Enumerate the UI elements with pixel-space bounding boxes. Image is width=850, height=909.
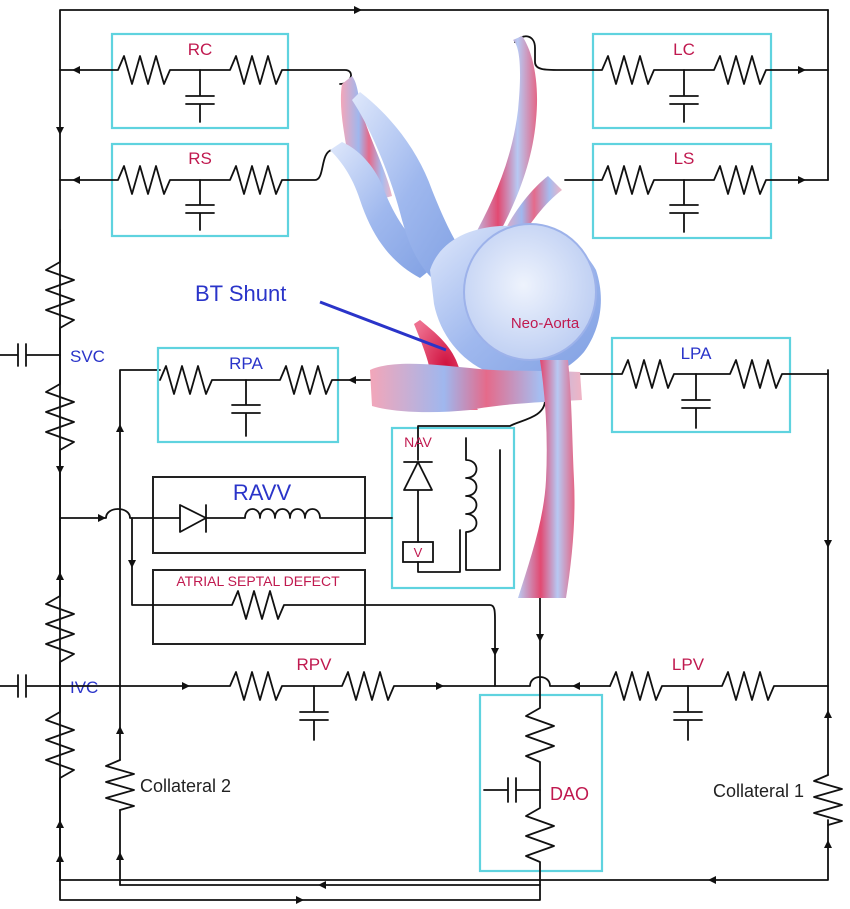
dao-label: DAO <box>550 784 589 804</box>
ravv-label: RAVV <box>233 480 292 505</box>
descending-aorta-vessel <box>518 360 575 598</box>
bt-shunt-pointer <box>319 300 447 352</box>
svc-branch: SVC <box>0 229 105 521</box>
rc-label: RC <box>188 40 213 59</box>
lc-block: LC <box>514 32 829 130</box>
pulmonary-artery-vessel <box>370 363 582 413</box>
lc-label: LC <box>673 40 695 59</box>
nav-v-label: V <box>414 545 423 560</box>
rc-block: RC <box>59 32 352 130</box>
dao-block: DAO <box>478 597 604 881</box>
neo-aorta-label: Neo-Aorta <box>511 315 580 332</box>
collateral-2: Collateral 2 <box>105 759 231 811</box>
bt-shunt-label: BT Shunt <box>195 281 286 306</box>
anatomy-labels: BT Shunt Neo-Aorta <box>195 281 580 352</box>
heart-vessel-model <box>330 36 601 598</box>
ravv-block: RAVV <box>59 476 393 554</box>
lpa-label: LPA <box>681 344 713 363</box>
neo-aorta-cap <box>463 223 597 361</box>
lpv-label: LPV <box>672 655 705 674</box>
flow-arrows <box>56 6 832 904</box>
rpa-block: RPA <box>156 346 373 444</box>
rs-block: RS <box>59 142 333 238</box>
rs-label: RS <box>188 149 212 168</box>
rpa-label: RPA <box>229 354 263 373</box>
asd-label: ATRIAL SEPTAL DEFECT <box>176 573 340 589</box>
rpv-label: RPV <box>297 655 333 674</box>
svc-label: SVC <box>70 347 105 366</box>
ivc-branch: IVC <box>0 519 98 881</box>
nav-label: NAV <box>404 434 432 450</box>
asd-block: ATRIAL SEPTAL DEFECT <box>131 517 496 687</box>
collateral-1: Collateral 1 <box>713 774 843 826</box>
rpv-branch: RPV <box>59 655 611 741</box>
collateral-1-label: Collateral 1 <box>713 781 804 801</box>
collateral-2-label: Collateral 2 <box>140 776 231 796</box>
lpa-block: LPA <box>569 336 829 434</box>
ls-block: LS <box>564 142 829 240</box>
ls-label: LS <box>674 149 695 168</box>
innominate-vessel <box>352 92 470 285</box>
ivc-label: IVC <box>70 678 98 697</box>
lpv-branch: LPV <box>609 655 829 741</box>
left-carotid-vessel <box>472 36 538 250</box>
